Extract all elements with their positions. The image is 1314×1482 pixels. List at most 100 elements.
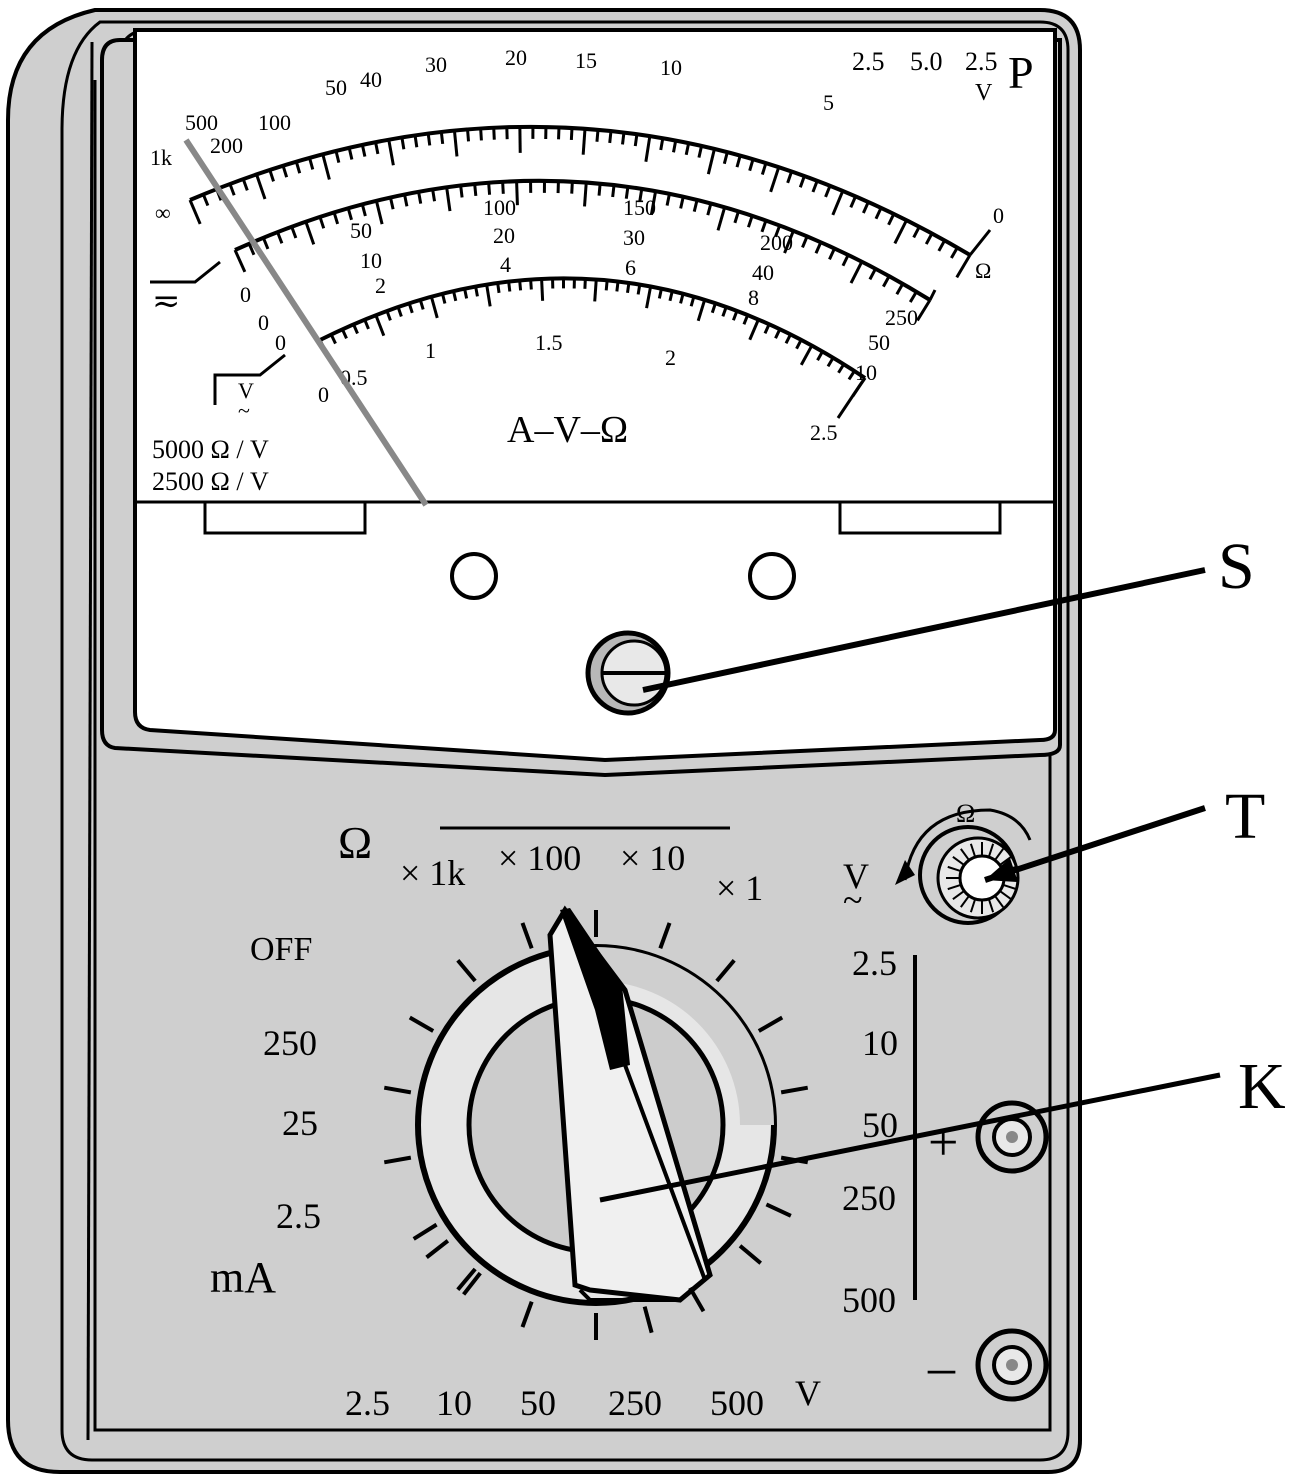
knob-knurl-line <box>987 843 995 858</box>
dial-range-x1[interactable]: × 1 <box>716 868 763 908</box>
acv-scale-tick <box>748 318 760 341</box>
dcv-b-label-50: 50 <box>868 330 890 355</box>
acv-scale-labels: 0 0.5 1 1.5 2 2.5 <box>318 330 838 445</box>
ohm-scale-tick <box>849 195 857 208</box>
acv-label-1.5: 1.5 <box>535 330 563 355</box>
dcv-b-label-40: 40 <box>752 260 774 285</box>
acv-scale-tick <box>851 377 867 398</box>
ohm-scale-tick <box>201 193 210 207</box>
zero-adjust-screw[interactable] <box>585 630 671 716</box>
dial-acv-50[interactable]: 50 <box>862 1105 898 1145</box>
dial-range-x100[interactable]: × 100 <box>498 838 581 878</box>
acv-scale-tick <box>396 306 403 317</box>
dcv-scale-tick <box>501 181 505 194</box>
ohm-scale-tick <box>387 139 395 166</box>
knob-knurl-line <box>999 890 1012 900</box>
ohm-adjust-arrow <box>903 808 1032 881</box>
dcv-scale-tick <box>916 299 932 322</box>
dcv-scale-tick <box>746 215 754 228</box>
dial-ma-2.5[interactable]: 2.5 <box>276 1196 321 1236</box>
ohm-scale-tick <box>786 171 793 184</box>
knob-knurl-line <box>994 895 1004 908</box>
ohm-scale-tick <box>893 219 908 245</box>
dial-off[interactable]: OFF <box>250 931 312 968</box>
meter-brand-label: A–V–Ω <box>507 409 628 451</box>
acv-scale-tick <box>418 299 425 310</box>
dial-ma-250[interactable]: 250 <box>263 1023 317 1063</box>
acv-scale-tick <box>374 314 386 337</box>
dial-acv-500[interactable]: 500 <box>842 1280 896 1320</box>
dcv-scale-tick <box>431 189 437 202</box>
dcv-scale-tick <box>649 190 658 216</box>
acv-scale-tick <box>507 281 512 292</box>
acv-scale-tick <box>657 288 663 299</box>
acv-label-2.5: 2.5 <box>810 420 838 445</box>
dial-range-x1k[interactable]: × 1k <box>400 853 465 893</box>
callout-k-label: K <box>1238 1050 1286 1123</box>
ohm-adjust-knob[interactable] <box>918 825 1020 925</box>
ohm-label-40: 40 <box>360 67 382 92</box>
dial-acv-tilde: ~ <box>843 880 862 920</box>
dial-acv-2.5[interactable]: 2.5 <box>852 943 897 983</box>
knob-knurl-line <box>947 865 962 873</box>
selector-pointer-knob[interactable] <box>547 905 713 1303</box>
dial-acv-250[interactable]: 250 <box>842 1178 896 1218</box>
class-dc: 2.5 <box>852 47 885 76</box>
ohm-scale-tick <box>268 169 275 182</box>
dcv-scale-labels: 0 50 100 150 200 250 0 10 20 30 40 50 0 … <box>240 195 918 385</box>
dcv-scale-tick <box>624 186 630 199</box>
dial-dcv-50[interactable]: 50 <box>520 1383 556 1423</box>
acv-label-1: 1 <box>425 338 436 363</box>
knob-knurl-line <box>1002 883 1017 891</box>
dcv-scale-tick <box>445 187 452 212</box>
acv-scale-tick <box>795 339 803 350</box>
dial-range-mark <box>688 1286 706 1313</box>
ohm-scale-tick <box>294 161 302 174</box>
ohm-scale-tick <box>912 226 921 239</box>
acv-scale-tick <box>474 286 479 297</box>
acv-scale-tick <box>593 279 598 302</box>
ohm-scale-tick <box>955 254 972 279</box>
acv-scale-tick <box>636 284 642 295</box>
callout-t: T <box>984 780 1265 883</box>
dcv-label-100: 100 <box>483 195 516 220</box>
ohm-scale-tick <box>321 153 331 180</box>
ohm-scale-labels: 1k 500 200 100 50 40 30 20 15 10 5 0 ∞ Ω <box>150 45 1004 283</box>
acv-scale-tick <box>329 333 337 345</box>
acv-scale-tick <box>341 328 348 340</box>
dcv-scale-tick <box>570 181 574 194</box>
acv-label-2: 2 <box>665 345 676 370</box>
acv-scale-tick <box>463 288 469 299</box>
dial-dcv-250[interactable]: 250 <box>608 1383 662 1423</box>
dcv-scale-tick <box>459 185 464 198</box>
dial-acv-10[interactable]: 10 <box>862 1023 898 1063</box>
knob-knurl-line <box>969 843 977 858</box>
dial-range-mark <box>408 1015 435 1033</box>
ohm-unit-label: Ω <box>975 258 991 283</box>
dcv-b-label-10: 10 <box>360 248 382 273</box>
acv-scale-tick <box>363 319 370 330</box>
dial-ma-25[interactable]: 25 <box>282 1103 318 1143</box>
ohm-scale-tick <box>281 165 289 178</box>
acv-scale-tick <box>407 302 414 314</box>
acv-scale-tick <box>518 280 523 291</box>
dial-dcv-10[interactable]: 10 <box>436 1383 472 1423</box>
ohm-scale-tick <box>452 130 459 157</box>
dial-range-mark <box>412 1222 438 1241</box>
knob-knurl-line <box>952 890 965 900</box>
ohm-scale-tick <box>862 201 870 214</box>
ohm-scale-tick <box>360 144 367 157</box>
dial-dcv-500[interactable]: 500 <box>710 1383 764 1423</box>
ohm-scale-tick <box>798 175 806 188</box>
dial-dcv-2.5[interactable]: 2.5 <box>345 1383 390 1423</box>
dial-range-mark <box>780 1085 809 1095</box>
dial-range-x10[interactable]: × 10 <box>620 838 685 878</box>
dcv-scale-tick <box>374 200 384 225</box>
ohm-scale-tick <box>188 199 202 225</box>
ohm-scale-tick <box>748 158 755 172</box>
knob-knurl-line <box>947 883 962 891</box>
dcv-scale-tick <box>841 254 850 267</box>
acv-scale-tick <box>626 282 631 294</box>
negative-terminal[interactable] <box>975 1328 1049 1402</box>
dcv-label-200: 200 <box>760 230 793 255</box>
